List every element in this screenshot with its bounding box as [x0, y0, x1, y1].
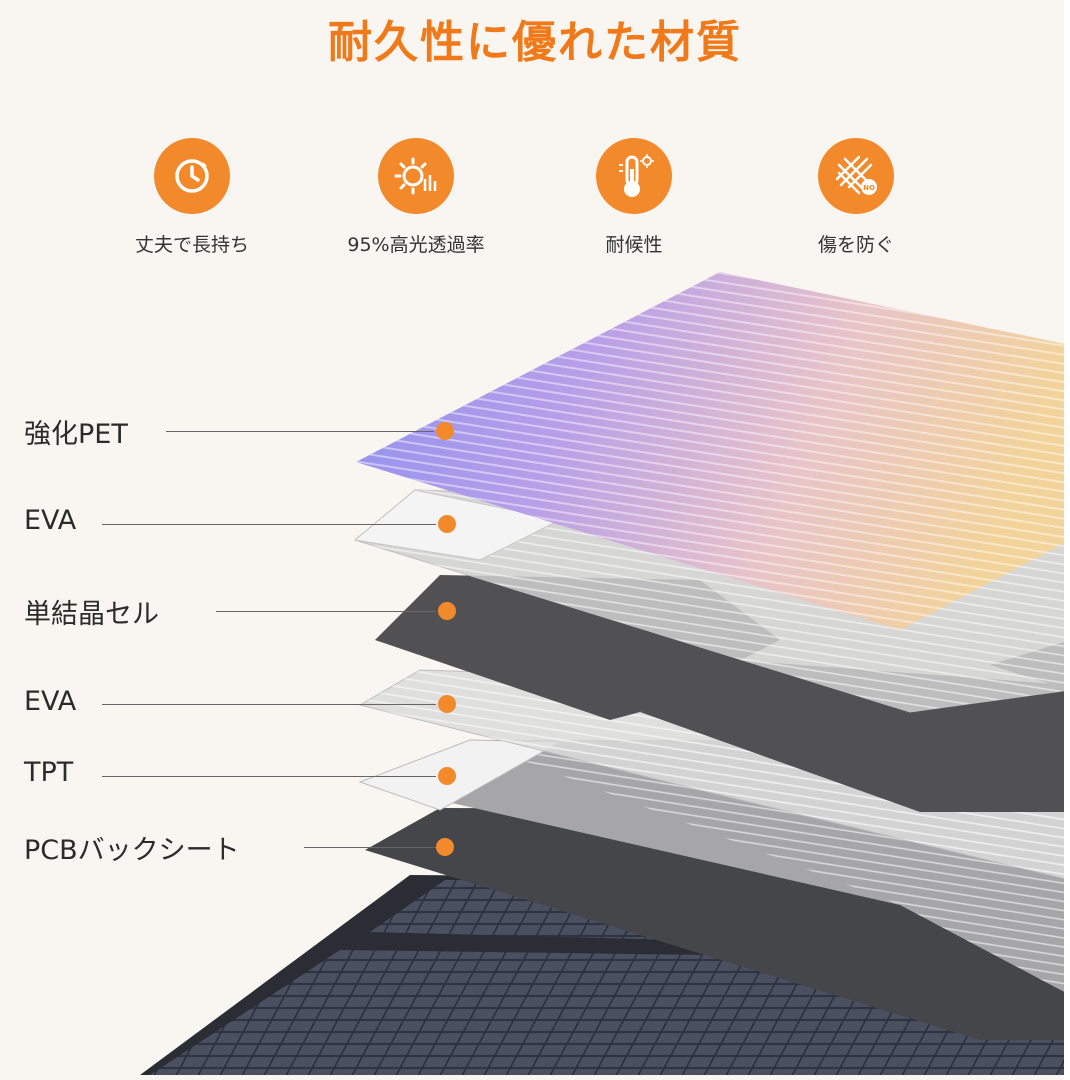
- feature-row: 丈夫で長持ち 95%高光透過率: [0, 138, 1070, 278]
- scratch-no-icon: NO: [818, 138, 894, 214]
- feature-label: 耐候性: [605, 234, 663, 256]
- leader-line: [102, 704, 436, 705]
- svg-text:NO: NO: [863, 184, 875, 192]
- layer-label-pcb: PCBバックシート: [24, 835, 240, 866]
- thermometer-icon: [596, 138, 672, 214]
- feature-durable: 丈夫で長持ち: [92, 138, 292, 257]
- layer-label-eva-1: EVA: [24, 505, 77, 536]
- feature-label: 丈夫で長持ち: [134, 234, 249, 256]
- layer-label-tpt: TPT: [24, 757, 74, 788]
- feature-label: 95%高光透過率: [347, 234, 485, 256]
- callout-dot: [438, 602, 456, 620]
- feature-scratch: NO 傷を防ぐ: [756, 138, 956, 257]
- layer-label-pet: 強化PET: [24, 419, 128, 450]
- leader-line: [304, 847, 436, 848]
- callout-dot: [438, 515, 456, 533]
- page-title: 耐久性に優れた材質: [328, 17, 742, 68]
- leader-line: [102, 776, 436, 777]
- feature-weather: 耐候性: [534, 138, 734, 257]
- clock-icon: [154, 138, 230, 214]
- layer-label-mono-cells: 単結晶セル: [24, 599, 159, 630]
- callout-dot: [438, 767, 456, 785]
- leader-line: [216, 611, 436, 612]
- feature-label: 傷を防ぐ: [817, 234, 894, 256]
- callout-dot: [436, 838, 454, 856]
- leader-line: [166, 431, 434, 432]
- sun-icon: [378, 138, 454, 214]
- layer-label-eva-2: EVA: [24, 686, 77, 717]
- feature-transmittance: 95%高光透過率: [316, 138, 516, 257]
- leader-line: [102, 524, 436, 525]
- callout-dot: [436, 422, 454, 440]
- callout-dot: [438, 695, 456, 713]
